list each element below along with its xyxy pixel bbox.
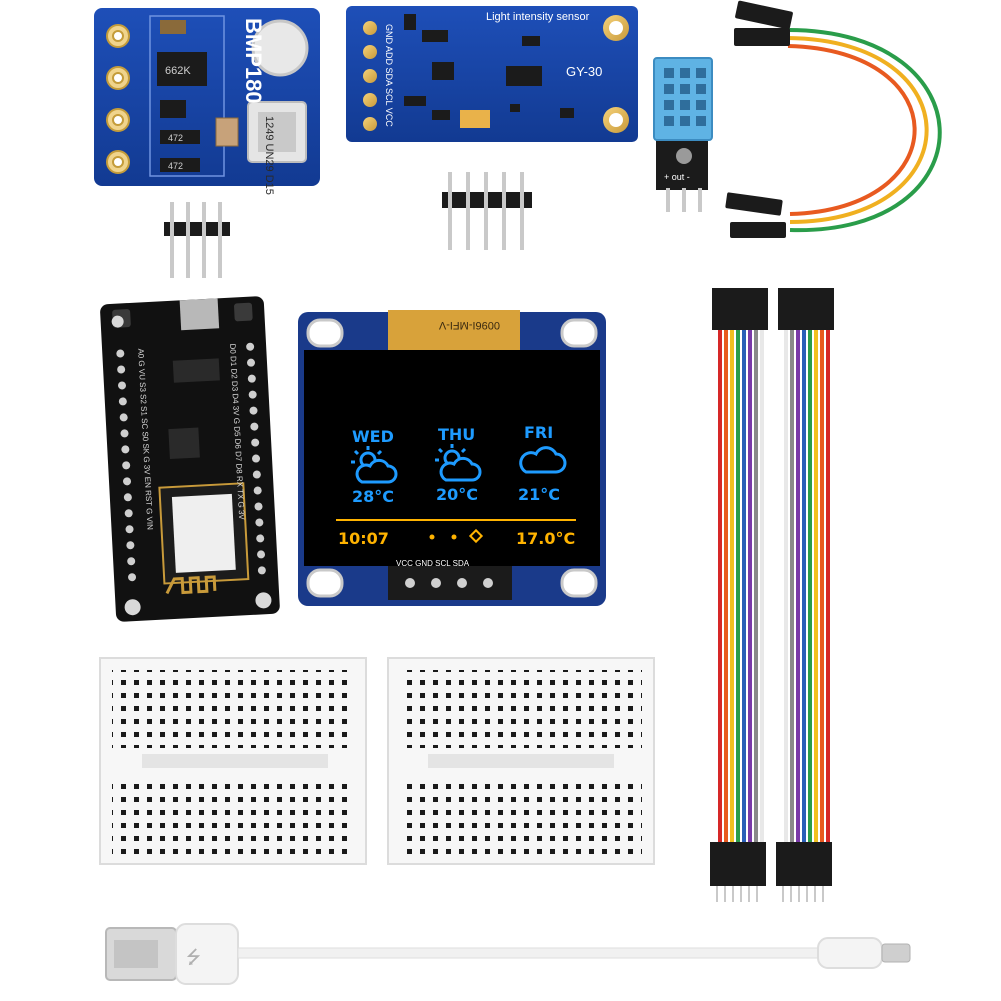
cloud-icon: [519, 446, 567, 474]
resistor-label: 472: [168, 133, 183, 143]
left-header-pins: [116, 349, 137, 582]
bmp180-label: BMP180: [241, 18, 266, 104]
day-label: WED: [352, 427, 394, 446]
oled-display-module: 0096I-MFI-V VCC GND SCL SDA WED 28°C THU: [298, 310, 606, 606]
day-label: THU: [438, 425, 475, 444]
partly-cloudy-icon: [435, 444, 482, 482]
pin-header: [388, 566, 512, 600]
mounting-holes: [306, 318, 598, 598]
forecast-day-fri: FRI 21°C: [518, 423, 567, 504]
gy30-light-sensor-board: GND ADD SDA SCL VCC Light intensity sens…: [346, 6, 638, 142]
ic-label: 662K: [165, 65, 191, 77]
usb-symbol-icon: ⭍: [186, 947, 201, 968]
mounting-holes: [106, 24, 130, 174]
pin-labels: GND ADD SDA SCL VCC: [384, 24, 394, 127]
mini-breadboard-right: [387, 657, 655, 865]
ribbon-label: 0096I-MFI-V: [438, 319, 500, 331]
partly-cloudy-icon: [351, 446, 398, 484]
pin-header-4: [164, 202, 230, 278]
sensor-chip-label: 1249 UN29 D15: [263, 116, 275, 195]
gy30-model-label: GY-30: [566, 64, 602, 79]
current-temp: 17.0°C: [516, 529, 575, 548]
day-label: FRI: [524, 423, 553, 442]
vent-grid: [664, 68, 706, 126]
clock-time: 10:07: [338, 529, 389, 548]
oled-screen: [304, 350, 600, 566]
forecast-day-thu: THU 20°C: [435, 425, 482, 504]
day-temp: 20°C: [436, 485, 478, 504]
gy30-title: Light intensity sensor: [486, 11, 590, 23]
day-temp: 21°C: [518, 485, 560, 504]
nodemcu-esp8266-board: A0 G VU S3 S2 S1 SC S0 SK G 3V EN RST G …: [100, 296, 280, 622]
micro-usb-cable: ⭍: [105, 923, 911, 985]
dht-pin-labels: + out -: [664, 172, 690, 182]
pin-header-5: [442, 172, 532, 250]
resistor-label: 472: [168, 161, 183, 171]
dupont-ribbon-cable-right: [776, 288, 834, 902]
day-temp: 28°C: [352, 487, 394, 506]
dupont-ribbon-cable-left: [710, 288, 768, 902]
forecast-day-wed: WED 28°C: [351, 427, 398, 506]
bmp180-sensor-board: 662K 472 472 1249 UN29 D15 BMP180: [94, 8, 320, 195]
dht11-sensor-module: + out -: [653, 57, 713, 212]
right-header-pins: [246, 342, 266, 575]
oled-pin-labels: VCC GND SCL SDA: [396, 559, 470, 568]
mini-breadboard-left: [99, 657, 367, 865]
dupont-3-wire-cable: [725, 0, 942, 238]
pin-pads: [363, 21, 377, 131]
page-indicator-icon: [429, 528, 484, 544]
